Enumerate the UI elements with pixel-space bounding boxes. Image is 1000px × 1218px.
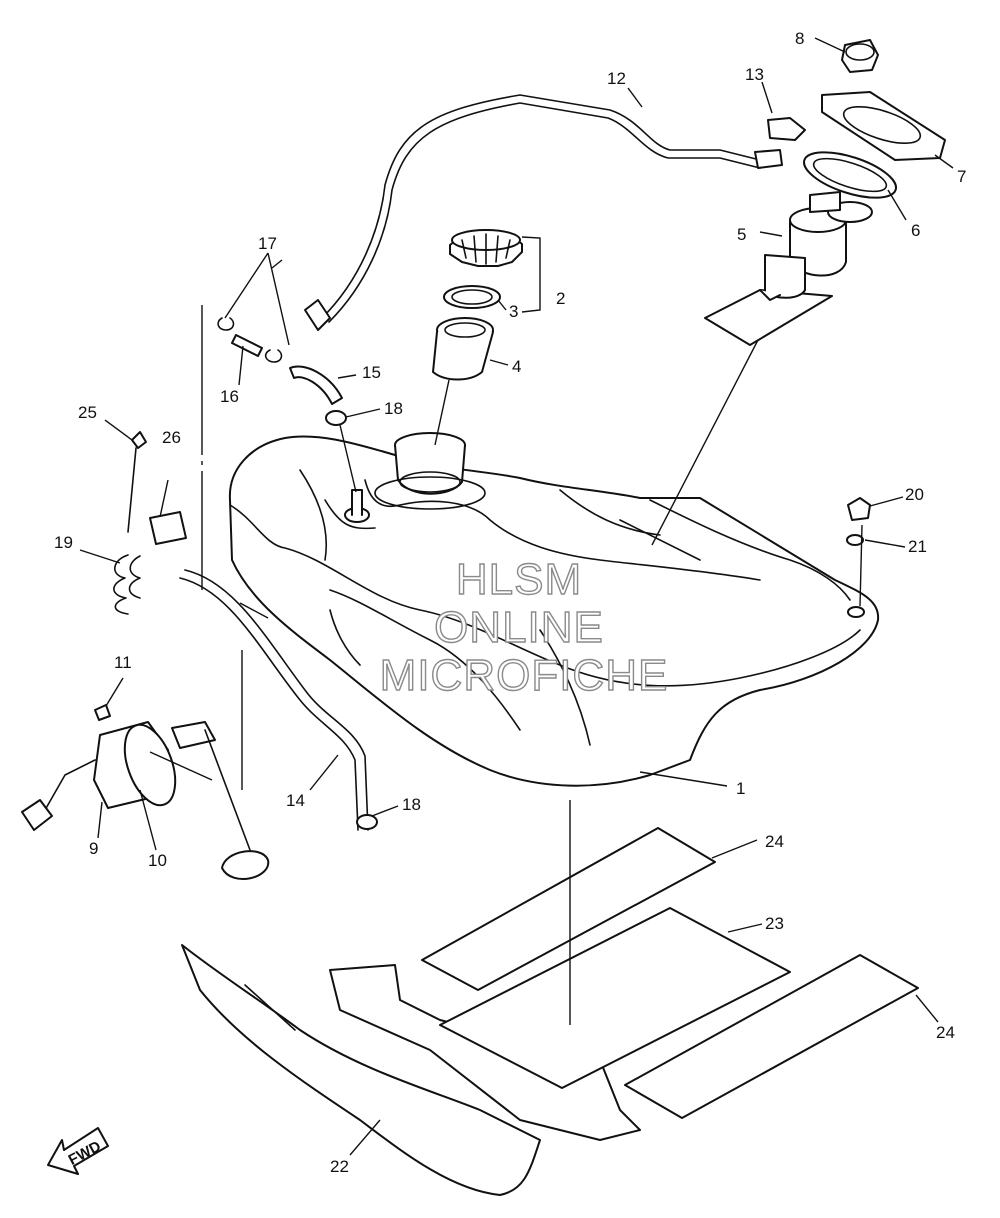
callout-4: 4 bbox=[512, 357, 521, 376]
callout-23: 23 bbox=[765, 914, 784, 933]
hose-clamp-upper bbox=[325, 410, 347, 426]
hose-joint bbox=[231, 334, 263, 357]
callout-22: 22 bbox=[330, 1157, 349, 1176]
callout-24-lower: 24 bbox=[936, 1023, 955, 1042]
watermark-line-2: ONLINE bbox=[434, 603, 604, 652]
breather-clamp bbox=[754, 117, 806, 169]
pump-gasket bbox=[803, 151, 897, 199]
vent-hose bbox=[289, 365, 343, 405]
callout-1: 1 bbox=[736, 779, 745, 798]
sender-screw bbox=[94, 704, 111, 721]
fuel-pump-assembly bbox=[704, 191, 873, 346]
damper-pad-23 bbox=[439, 907, 791, 1089]
tank-protector bbox=[181, 944, 541, 1196]
watermark: HLSM ONLINE MICROFICHE bbox=[379, 554, 669, 700]
damper-nut bbox=[847, 497, 871, 521]
callout-21: 21 bbox=[908, 537, 927, 556]
callout-20: 20 bbox=[905, 485, 924, 504]
tank-cover bbox=[329, 964, 641, 1141]
callout-7: 7 bbox=[957, 167, 966, 186]
callout-17: 17 bbox=[258, 234, 277, 253]
watermark-line-1: HLSM bbox=[456, 555, 582, 604]
washer bbox=[846, 534, 864, 546]
fuel-filler-cap bbox=[449, 229, 523, 267]
callout-12: 12 bbox=[607, 69, 626, 88]
callout-3: 3 bbox=[509, 302, 518, 321]
damper-pad-24-lower bbox=[624, 954, 919, 1119]
hose-clamp-lower bbox=[356, 814, 378, 830]
assembly-lines bbox=[149, 305, 863, 1025]
cable-tie bbox=[127, 431, 147, 533]
callout-25: 25 bbox=[78, 403, 97, 422]
hose-protector-coil bbox=[113, 554, 141, 615]
damper-pad-24-upper bbox=[421, 827, 716, 991]
watermark-line-3: MICROFICHE bbox=[380, 651, 669, 700]
pump-retainer-plate bbox=[821, 91, 946, 161]
hose-clips bbox=[217, 317, 283, 363]
filler-cap-gasket bbox=[443, 285, 501, 309]
fuel-hose bbox=[179, 569, 369, 831]
callout-16: 16 bbox=[220, 387, 239, 406]
callout-11: 11 bbox=[114, 653, 132, 672]
callout-18-lower: 18 bbox=[402, 795, 421, 814]
callout-8: 8 bbox=[795, 29, 804, 48]
callout-numbers: 1 2 3 4 5 6 7 8 9 10 11 12 13 14 15 16 1… bbox=[54, 29, 966, 1176]
callout-6: 6 bbox=[911, 221, 920, 240]
callout-19: 19 bbox=[54, 533, 73, 552]
callout-9: 9 bbox=[89, 839, 98, 858]
callout-5: 5 bbox=[737, 225, 746, 244]
callout-18-upper: 18 bbox=[384, 399, 403, 418]
cap-nut bbox=[841, 39, 879, 73]
callout-15: 15 bbox=[362, 363, 381, 382]
sender-gasket bbox=[123, 723, 177, 807]
callout-13: 13 bbox=[745, 65, 764, 84]
breather-pipe bbox=[304, 94, 761, 331]
callout-2: 2 bbox=[556, 289, 565, 308]
filler-neck-collar bbox=[432, 317, 494, 381]
fuel-tank bbox=[228, 432, 880, 787]
forward-direction-arrow: FWD bbox=[47, 1127, 109, 1175]
callout-24-upper: 24 bbox=[765, 832, 784, 851]
callout-10: 10 bbox=[148, 851, 167, 870]
callout-14: 14 bbox=[286, 791, 305, 810]
callout-26: 26 bbox=[162, 428, 181, 447]
hose-holder bbox=[149, 511, 187, 545]
callout-leaders bbox=[79, 37, 954, 1156]
